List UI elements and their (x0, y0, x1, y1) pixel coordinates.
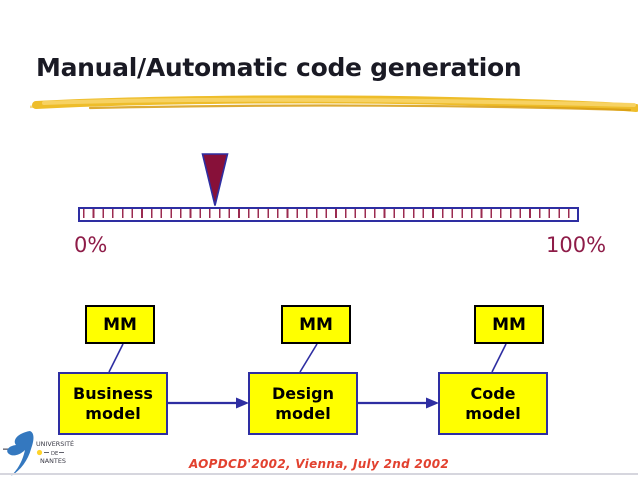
model-label-line1: Code (470, 383, 516, 403)
metamodel-box-design: MM (281, 305, 351, 344)
logo-text-line2: DE (51, 451, 58, 457)
percentage-ruler (78, 207, 579, 222)
code-model-box: Code model (438, 372, 548, 435)
metamodel-label: MM (103, 314, 137, 335)
model-label-line1: Business (73, 383, 153, 403)
scale-label-zero: 0% (74, 233, 108, 257)
universite-de-nantes-logo: UNIVERSITÉ DE NANTES (3, 431, 74, 476)
metamodel-label: MM (492, 314, 526, 335)
logo-text-line3: NANTES (40, 457, 66, 465)
scale-label-hundred: 100% (546, 233, 607, 257)
model-label-line2: model (465, 403, 521, 423)
logo-left-dash (3, 448, 10, 450)
bottom-divider-line (0, 473, 638, 475)
model-label-line1: Design (272, 383, 334, 403)
title-underline-brush-stroke (30, 95, 638, 112)
design-model-box: Design model (248, 372, 358, 435)
model-label-line2: model (85, 403, 141, 423)
metamodel-box-business: MM (85, 305, 155, 344)
scale-marker-triangle (201, 153, 229, 207)
down-triangle-icon (201, 153, 229, 206)
logo-sun-icon (36, 449, 43, 456)
footer-conference-caption: AOPDCD'2002, Vienna, July 2nd 2002 (188, 457, 450, 471)
logo-text-line1: UNIVERSITÉ (36, 439, 74, 448)
slide-title: Manual/Automatic code generation (36, 53, 522, 82)
logo-swoosh-icon (7, 431, 34, 476)
metamodel-box-code: MM (474, 305, 544, 344)
metamodel-label: MM (299, 314, 333, 335)
business-model-box: Business model (58, 372, 168, 435)
ruler-tick-marks (83, 209, 575, 218)
model-label-line2: model (275, 403, 331, 423)
